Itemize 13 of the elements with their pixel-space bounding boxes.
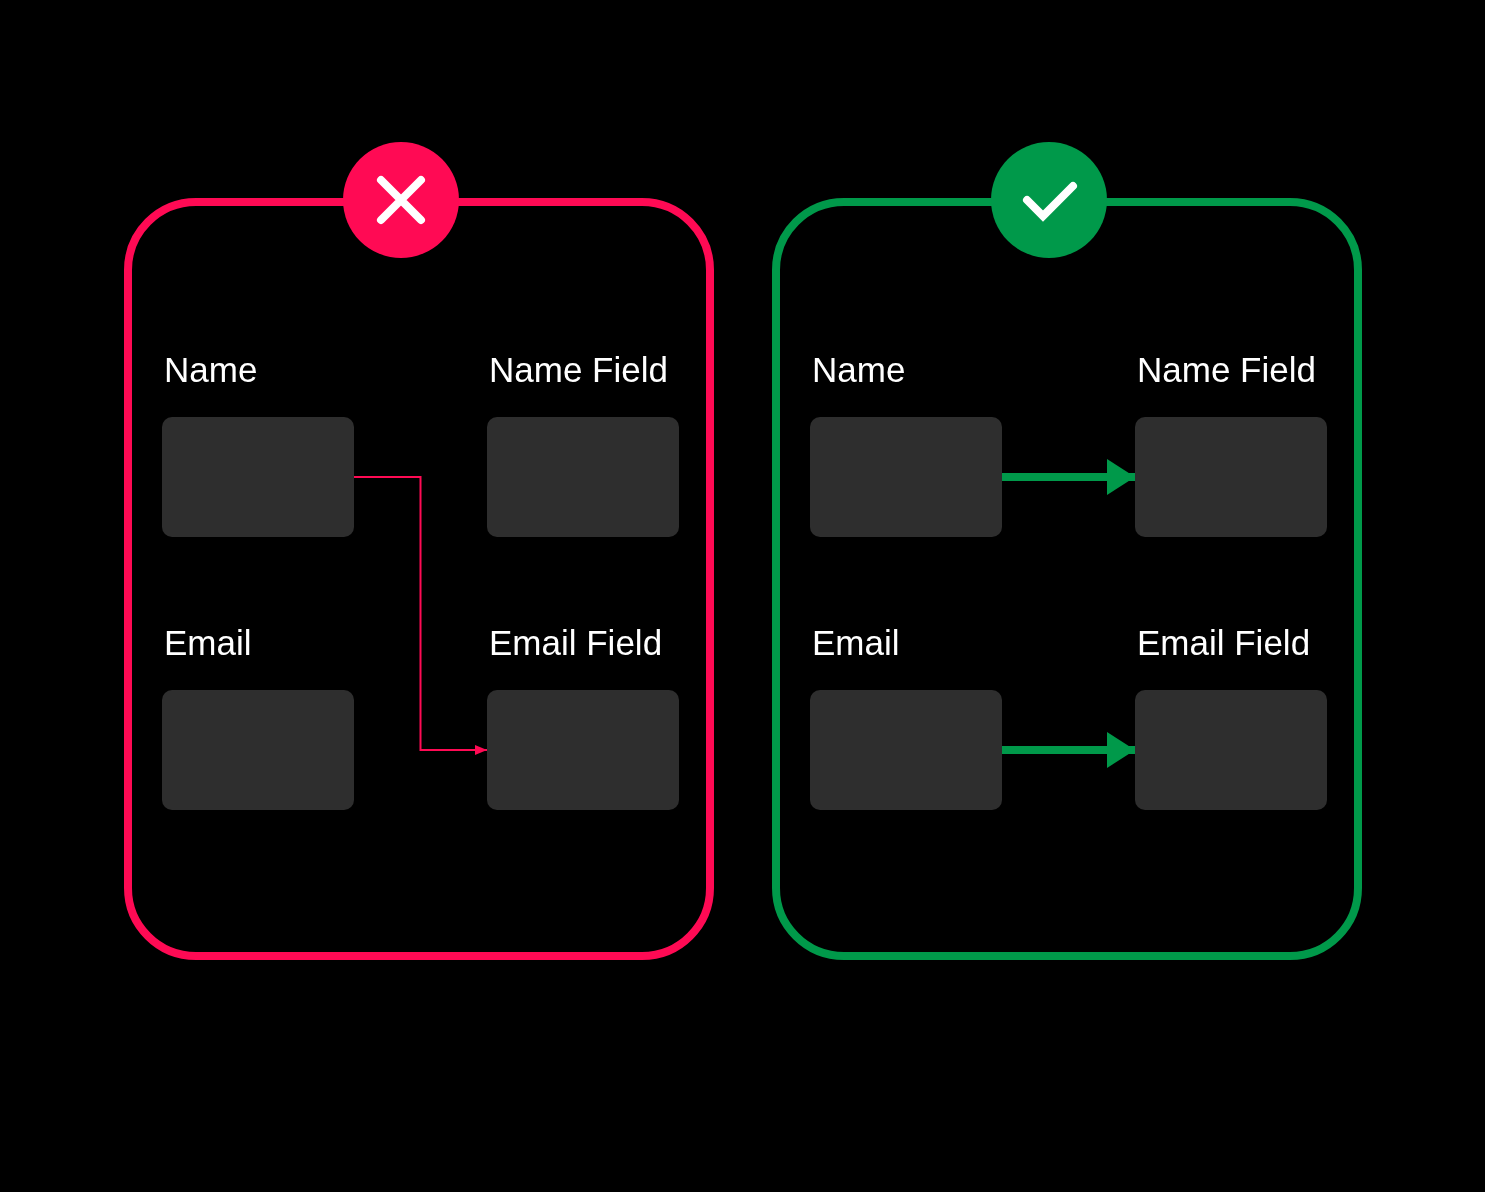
field-label: Name Field: [489, 349, 668, 391]
arrow: [1002, 732, 1135, 768]
field-label: Name: [164, 349, 258, 391]
field-label: Email: [812, 622, 900, 664]
field-label: Name: [812, 349, 906, 391]
card-outline: [124, 198, 714, 960]
field-label: Email: [164, 622, 252, 664]
arrow: [1002, 459, 1135, 495]
arrow: [353, 476, 488, 755]
field-label: Name Field: [1137, 349, 1316, 391]
field-label: Email Field: [489, 622, 663, 664]
field-label: Email Field: [1137, 622, 1311, 664]
card-outline: [772, 198, 1362, 960]
